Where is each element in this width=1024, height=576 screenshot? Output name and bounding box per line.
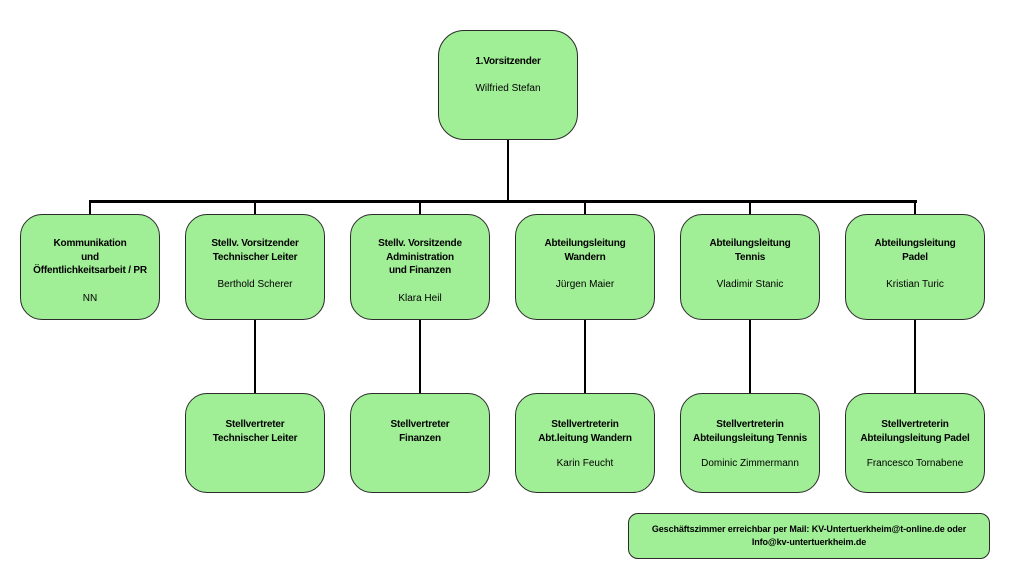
box-person-name: Karin Feucht: [556, 458, 614, 469]
box-person-name: Wilfried Stefan: [475, 82, 541, 94]
org-box-stellvertreterin-wandern: Stellvertreterin Abt.leitung Wandern Kar…: [515, 393, 655, 493]
note-text: Geschäftszimmer erreichbar per Mail: KV-…: [651, 523, 967, 547]
box-title: Stellvertreter Finanzen: [390, 419, 450, 444]
box-person-name: Klara Heil: [398, 292, 442, 304]
box-title: Abteilungsleitung Padel: [874, 238, 956, 263]
box-title: Stellvertreterin Abt.leitung Wandern: [538, 419, 632, 444]
box-title: Abteilungsleitung Tennis: [709, 238, 791, 263]
box-person-name: Francesco Tornabene: [866, 458, 964, 469]
box-title: Abteilungsleitung Wandern: [544, 238, 626, 263]
box-title: Stellv. Vorsitzender Technischer Leiter: [211, 238, 299, 263]
connector-drop-administration: [419, 200, 421, 215]
org-box-stellvertreter-finanzen: Stellvertreter Finanzen: [350, 393, 490, 493]
connector-drop-wandern: [584, 200, 586, 215]
org-box-abteilungsleitung-tennis: Abteilungsleitung Tennis Vladimir Stanic: [680, 214, 820, 320]
connector-drop-padel: [914, 200, 916, 215]
box-title: Kommunikation und Öffentlichkeitsarbeit …: [33, 238, 147, 276]
box-person-name: NN: [82, 292, 98, 304]
org-box-stellvertreter-technischer-leiter: Stellvertreter Technischer Leiter: [185, 393, 325, 493]
connector-stellvertreterin-padel: [914, 319, 916, 394]
org-box-stellvertreterin-tennis: Stellvertreterin Abteilungsleitung Tenni…: [680, 393, 820, 493]
connector-root-drop: [507, 139, 509, 202]
org-box-stellv-technischer-leiter: Stellv. Vorsitzender Technischer Leiter …: [185, 214, 325, 320]
org-box-abteilungsleitung-wandern: Abteilungsleitung Wandern Jürgen Maier: [515, 214, 655, 320]
connector-stellvertreter-technischer-leiter: [254, 319, 256, 394]
org-box-kommunikation-pr: Kommunikation und Öffentlichkeitsarbeit …: [20, 214, 160, 320]
connector-drop-technischer-leiter: [254, 200, 256, 215]
connector-level2-rail: [89, 200, 917, 203]
box-person-name: Dominic Zimmermann: [701, 458, 799, 469]
box-person-name: Vladimir Stanic: [716, 279, 784, 290]
connector-drop-tennis: [749, 200, 751, 215]
box-title: Stellvertreterin Abteilungsleitung Tenni…: [693, 419, 807, 444]
org-box-vorsitzender: 1.Vorsitzender Wilfried Stefan: [438, 30, 578, 140]
box-title: Stellvertreterin Abteilungsleitung Padel: [860, 419, 970, 444]
note-box-geschaeftszimmer: Geschäftszimmer erreichbar per Mail: KV-…: [628, 513, 990, 559]
org-box-stellvertreterin-padel: Stellvertreterin Abteilungsleitung Padel…: [845, 393, 985, 493]
connector-stellvertreterin-wandern: [584, 319, 586, 394]
org-box-abteilungsleitung-padel: Abteilungsleitung Padel Kristian Turic: [845, 214, 985, 320]
box-person-name: Jürgen Maier: [555, 279, 615, 290]
box-person-name: Kristian Turic: [886, 279, 944, 290]
org-box-stellv-administration-finanzen: Stellv. Vorsitzende Administration und F…: [350, 214, 490, 320]
box-person-name: Berthold Scherer: [217, 279, 293, 290]
connector-stellvertreterin-tennis: [749, 319, 751, 394]
box-title: Stellv. Vorsitzende Administration und F…: [378, 238, 462, 276]
connector-drop-kommunikation: [89, 200, 91, 215]
connector-stellvertreter-finanzen: [419, 319, 421, 394]
box-title: 1.Vorsitzender: [475, 56, 541, 67]
box-title: Stellvertreter Technischer Leiter: [212, 419, 298, 444]
